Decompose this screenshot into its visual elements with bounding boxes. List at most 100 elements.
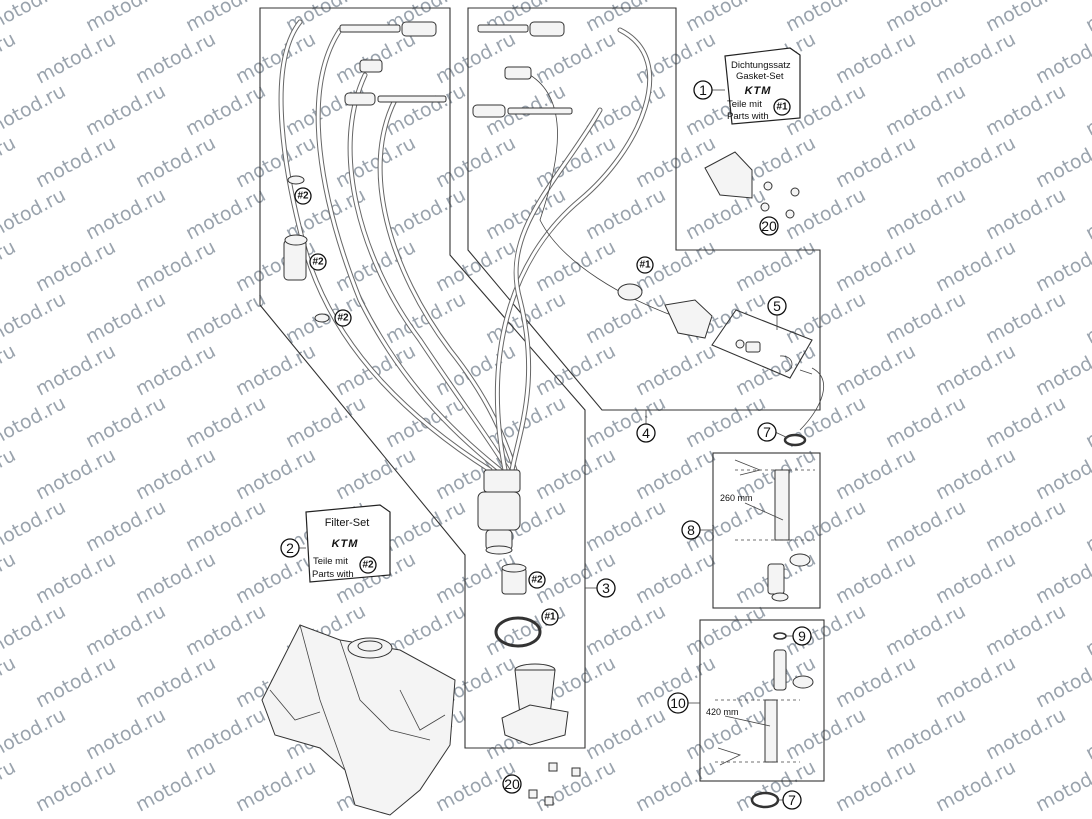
watermark-text: motod.ru <box>1032 132 1092 192</box>
ref-1-connector: #1 <box>636 256 654 274</box>
watermark-text: motod.ru <box>782 288 869 348</box>
watermark-text: motod.ru <box>982 496 1069 556</box>
watermark-text: motod.ru <box>182 184 269 244</box>
gasket-kit-title: Dichtungssatz <box>731 60 791 71</box>
watermark-text: motod.ru <box>0 600 69 660</box>
watermark-text: motod.ru <box>232 444 319 504</box>
flange-bolts <box>528 762 581 806</box>
watermark-text: motod.ru <box>0 184 69 244</box>
watermark-text: motod.ru <box>0 444 19 504</box>
group-outline-left <box>259 7 586 749</box>
watermark-text: motod.ru <box>532 756 619 816</box>
watermark-text: motod.ru <box>32 132 119 192</box>
filter-kit-title: Filter-Set <box>325 517 370 529</box>
o-ring-pump <box>494 616 542 648</box>
callout-5: 5 <box>767 296 787 316</box>
watermark-text: motod.ru <box>1082 0 1092 36</box>
watermark-text: motod.ru <box>0 28 19 88</box>
watermark-text: motod.ru <box>982 288 1069 348</box>
watermark-text: motod.ru <box>382 496 469 556</box>
watermark-text: motod.ru <box>432 132 519 192</box>
watermark-text: motod.ru <box>682 392 769 452</box>
dimension-420: 420 mm <box>706 707 739 717</box>
watermark-text: motod.ru <box>32 756 119 816</box>
callout-20-bottom: 20 <box>502 774 522 794</box>
watermark-text: motod.ru <box>0 288 69 348</box>
watermark-text: motod.ru <box>582 184 669 244</box>
watermark-text: motod.ru <box>432 28 519 88</box>
watermark-text: motod.ru <box>732 236 819 296</box>
watermark-text: motod.ru <box>232 756 319 816</box>
watermark-text: motod.ru <box>1082 600 1092 660</box>
ref-1-o-ring: #1 <box>541 608 559 626</box>
gasket-kit-subtitle: Gasket-Set <box>736 71 784 82</box>
coupler-right-mid <box>472 66 573 118</box>
watermark-text: motod.ru <box>632 756 719 816</box>
watermark-text: motod.ru <box>132 444 219 504</box>
fuel-hoses-right <box>494 27 701 473</box>
watermark-text: motod.ru <box>82 496 169 556</box>
svg-text:#1: #1 <box>776 102 788 113</box>
watermark-text: motod.ru <box>632 444 719 504</box>
watermark-text: motod.ru <box>832 548 919 608</box>
watermark-text: motod.ru <box>32 548 119 608</box>
watermark-text: motod.ru <box>932 444 1019 504</box>
watermark-text: motod.ru <box>982 704 1069 764</box>
watermark-text: motod.ru <box>232 340 319 400</box>
watermark-text: motod.ru <box>82 0 169 36</box>
watermark-text: motod.ru <box>832 28 919 88</box>
svg-text:1: 1 <box>699 82 707 98</box>
watermark-text: motod.ru <box>932 28 1019 88</box>
watermark-text: motod.ru <box>1082 496 1092 556</box>
watermark-text: motod.ru <box>882 184 969 244</box>
callout-1: 1 <box>693 80 713 100</box>
coupler-left-mid <box>344 59 447 106</box>
fuel-tank <box>261 624 456 816</box>
coupler-right-top <box>477 21 565 37</box>
ref-2-filter-body: #2 <box>309 253 327 271</box>
svg-text:7: 7 <box>788 792 796 808</box>
watermark-text: motod.ru <box>0 132 19 192</box>
watermark-text: motod.ru <box>1082 184 1092 244</box>
watermark-text: motod.ru <box>482 184 569 244</box>
watermark-text: motod.ru <box>832 756 919 816</box>
watermark-text: motod.ru <box>882 392 969 452</box>
hose-420 <box>717 632 814 809</box>
watermark-text: motod.ru <box>282 80 369 140</box>
watermark-text: motod.ru <box>132 132 219 192</box>
watermark-text: motod.ru <box>182 0 269 36</box>
callout-8: 8 <box>681 520 701 540</box>
watermark-text: motod.ru <box>932 236 1019 296</box>
watermark-text: motod.ru <box>0 704 69 764</box>
watermark-text: motod.ru <box>882 496 969 556</box>
watermark-text: motod.ru <box>582 496 669 556</box>
ref-2-sleeve: #2 <box>528 571 546 589</box>
watermark-text: motod.ru <box>532 28 619 88</box>
gasket-kit-brand: KTM <box>745 85 772 97</box>
watermark-text: motod.ru <box>1032 236 1092 296</box>
watermark-text: motod.ru <box>932 652 1019 712</box>
watermark-text: motod.ru <box>32 28 119 88</box>
watermark-text: motod.ru <box>582 704 669 764</box>
callout-2: 2 <box>280 538 300 558</box>
svg-text:5: 5 <box>773 298 781 314</box>
watermark-text: motod.ru <box>132 756 219 816</box>
watermark-text: motod.ru <box>32 652 119 712</box>
watermark-text: motod.ru <box>232 132 319 192</box>
svg-text:7: 7 <box>763 424 771 440</box>
watermark-text: motod.ru <box>382 80 469 140</box>
watermark-text: motod.ru <box>1082 80 1092 140</box>
svg-text:#2: #2 <box>337 313 349 324</box>
group-outline-item8 <box>712 452 821 609</box>
watermark-text: motod.ru <box>932 548 1019 608</box>
filter-kit-parts-en: Parts with <box>312 569 354 580</box>
watermark-text: motod.ru <box>982 80 1069 140</box>
watermark-text: motod.ru <box>1032 756 1092 816</box>
watermark-text: motod.ru <box>82 184 169 244</box>
watermark-text: motod.ru <box>132 236 219 296</box>
filter-kit-parts-de: Teile mit <box>313 556 348 567</box>
watermark-text: motod.ru <box>932 340 1019 400</box>
watermark-text: motod.ru <box>0 80 69 140</box>
fuel-pump <box>477 469 521 555</box>
